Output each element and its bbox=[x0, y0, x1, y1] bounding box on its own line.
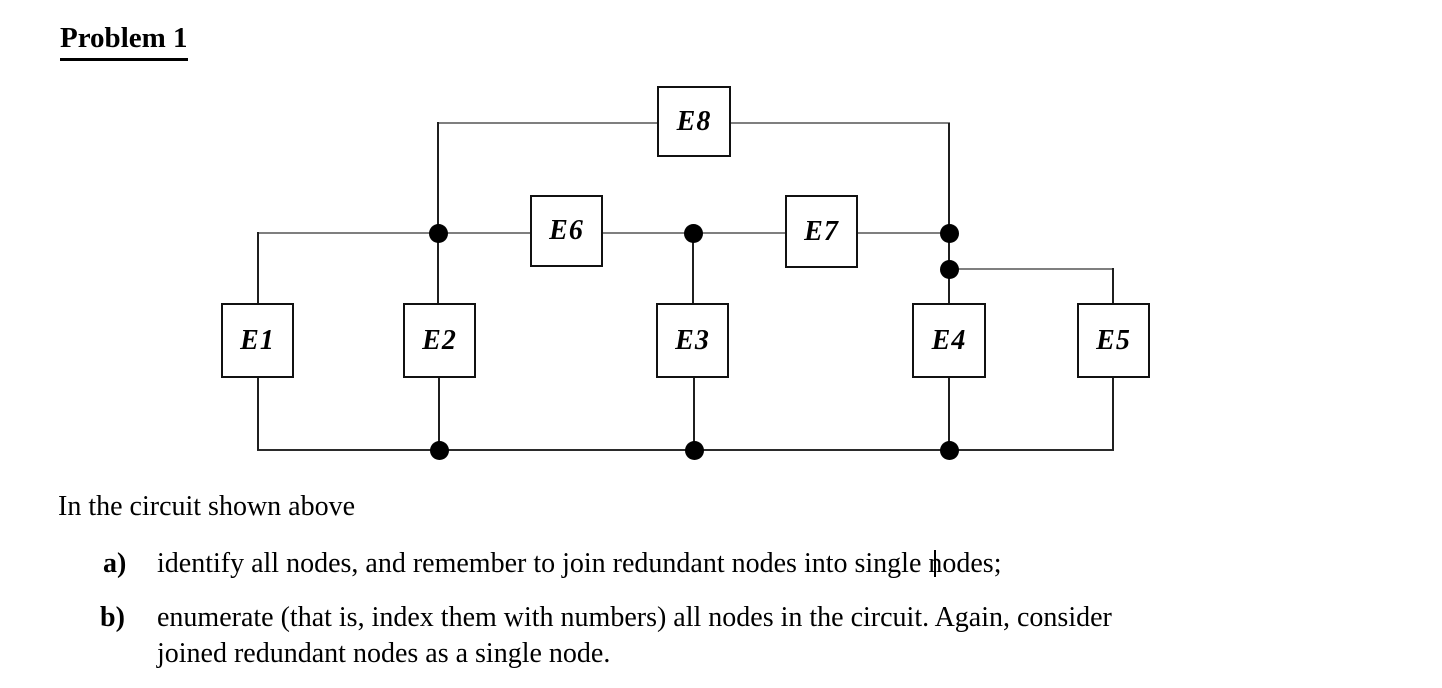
element-box-e2: E2 bbox=[403, 303, 476, 378]
element-label: E7 bbox=[804, 215, 839, 247]
list-marker-b: b) bbox=[100, 602, 125, 633]
junction-node-dot bbox=[685, 441, 704, 460]
text-cursor bbox=[934, 550, 936, 577]
wire-e5-top bbox=[1112, 268, 1114, 304]
wire-e5-bottom bbox=[1112, 377, 1114, 450]
wire-e2-top bbox=[437, 122, 439, 304]
wire-e3-bottom bbox=[693, 377, 695, 450]
wire-e8-right bbox=[729, 122, 950, 124]
element-label: E3 bbox=[675, 324, 710, 356]
element-box-e1: E1 bbox=[221, 303, 294, 378]
list-item-b-text-line2: joined redundant nodes as a single node. bbox=[157, 638, 611, 669]
wire-mid-right bbox=[856, 232, 950, 234]
wire-e1-bottom bbox=[257, 377, 259, 450]
junction-node-dot bbox=[940, 441, 959, 460]
element-box-e4: E4 bbox=[912, 303, 986, 378]
junction-node-dot bbox=[940, 260, 959, 279]
wire-e1-top bbox=[257, 232, 259, 304]
element-label: E5 bbox=[1096, 324, 1131, 356]
element-box-e5: E5 bbox=[1077, 303, 1150, 378]
element-label: E2 bbox=[422, 324, 457, 356]
junction-node-dot bbox=[940, 224, 959, 243]
wire-e3-top bbox=[692, 232, 694, 304]
wire-e2-bottom bbox=[438, 377, 440, 450]
junction-node-dot bbox=[684, 224, 703, 243]
element-label: E6 bbox=[549, 215, 584, 246]
intro-text: In the circuit shown above bbox=[58, 491, 356, 522]
junction-node-dot bbox=[430, 441, 449, 460]
junction-node-dot bbox=[429, 224, 448, 243]
list-item-a-text: identify all nodes, and remember to join… bbox=[157, 548, 1002, 579]
wire-e5-branch bbox=[949, 268, 1113, 270]
wire-e4-bottom bbox=[948, 377, 950, 450]
element-box-e6: E6 bbox=[530, 195, 603, 267]
list-item-b-text-line1: enumerate (that is, index them with numb… bbox=[157, 602, 1112, 633]
wire-mid-left bbox=[257, 232, 532, 234]
problem-title: Problem 1 bbox=[60, 22, 188, 61]
wire-e4-top bbox=[948, 123, 950, 304]
element-box-e3: E3 bbox=[656, 303, 729, 378]
wire-e8-left bbox=[438, 122, 659, 124]
element-label: E1 bbox=[240, 324, 275, 356]
list-marker-a: a) bbox=[103, 548, 127, 579]
element-box-e7: E7 bbox=[785, 195, 858, 268]
element-label: E4 bbox=[931, 324, 967, 356]
element-label: E8 bbox=[676, 105, 712, 137]
element-box-e8: E8 bbox=[657, 86, 731, 157]
